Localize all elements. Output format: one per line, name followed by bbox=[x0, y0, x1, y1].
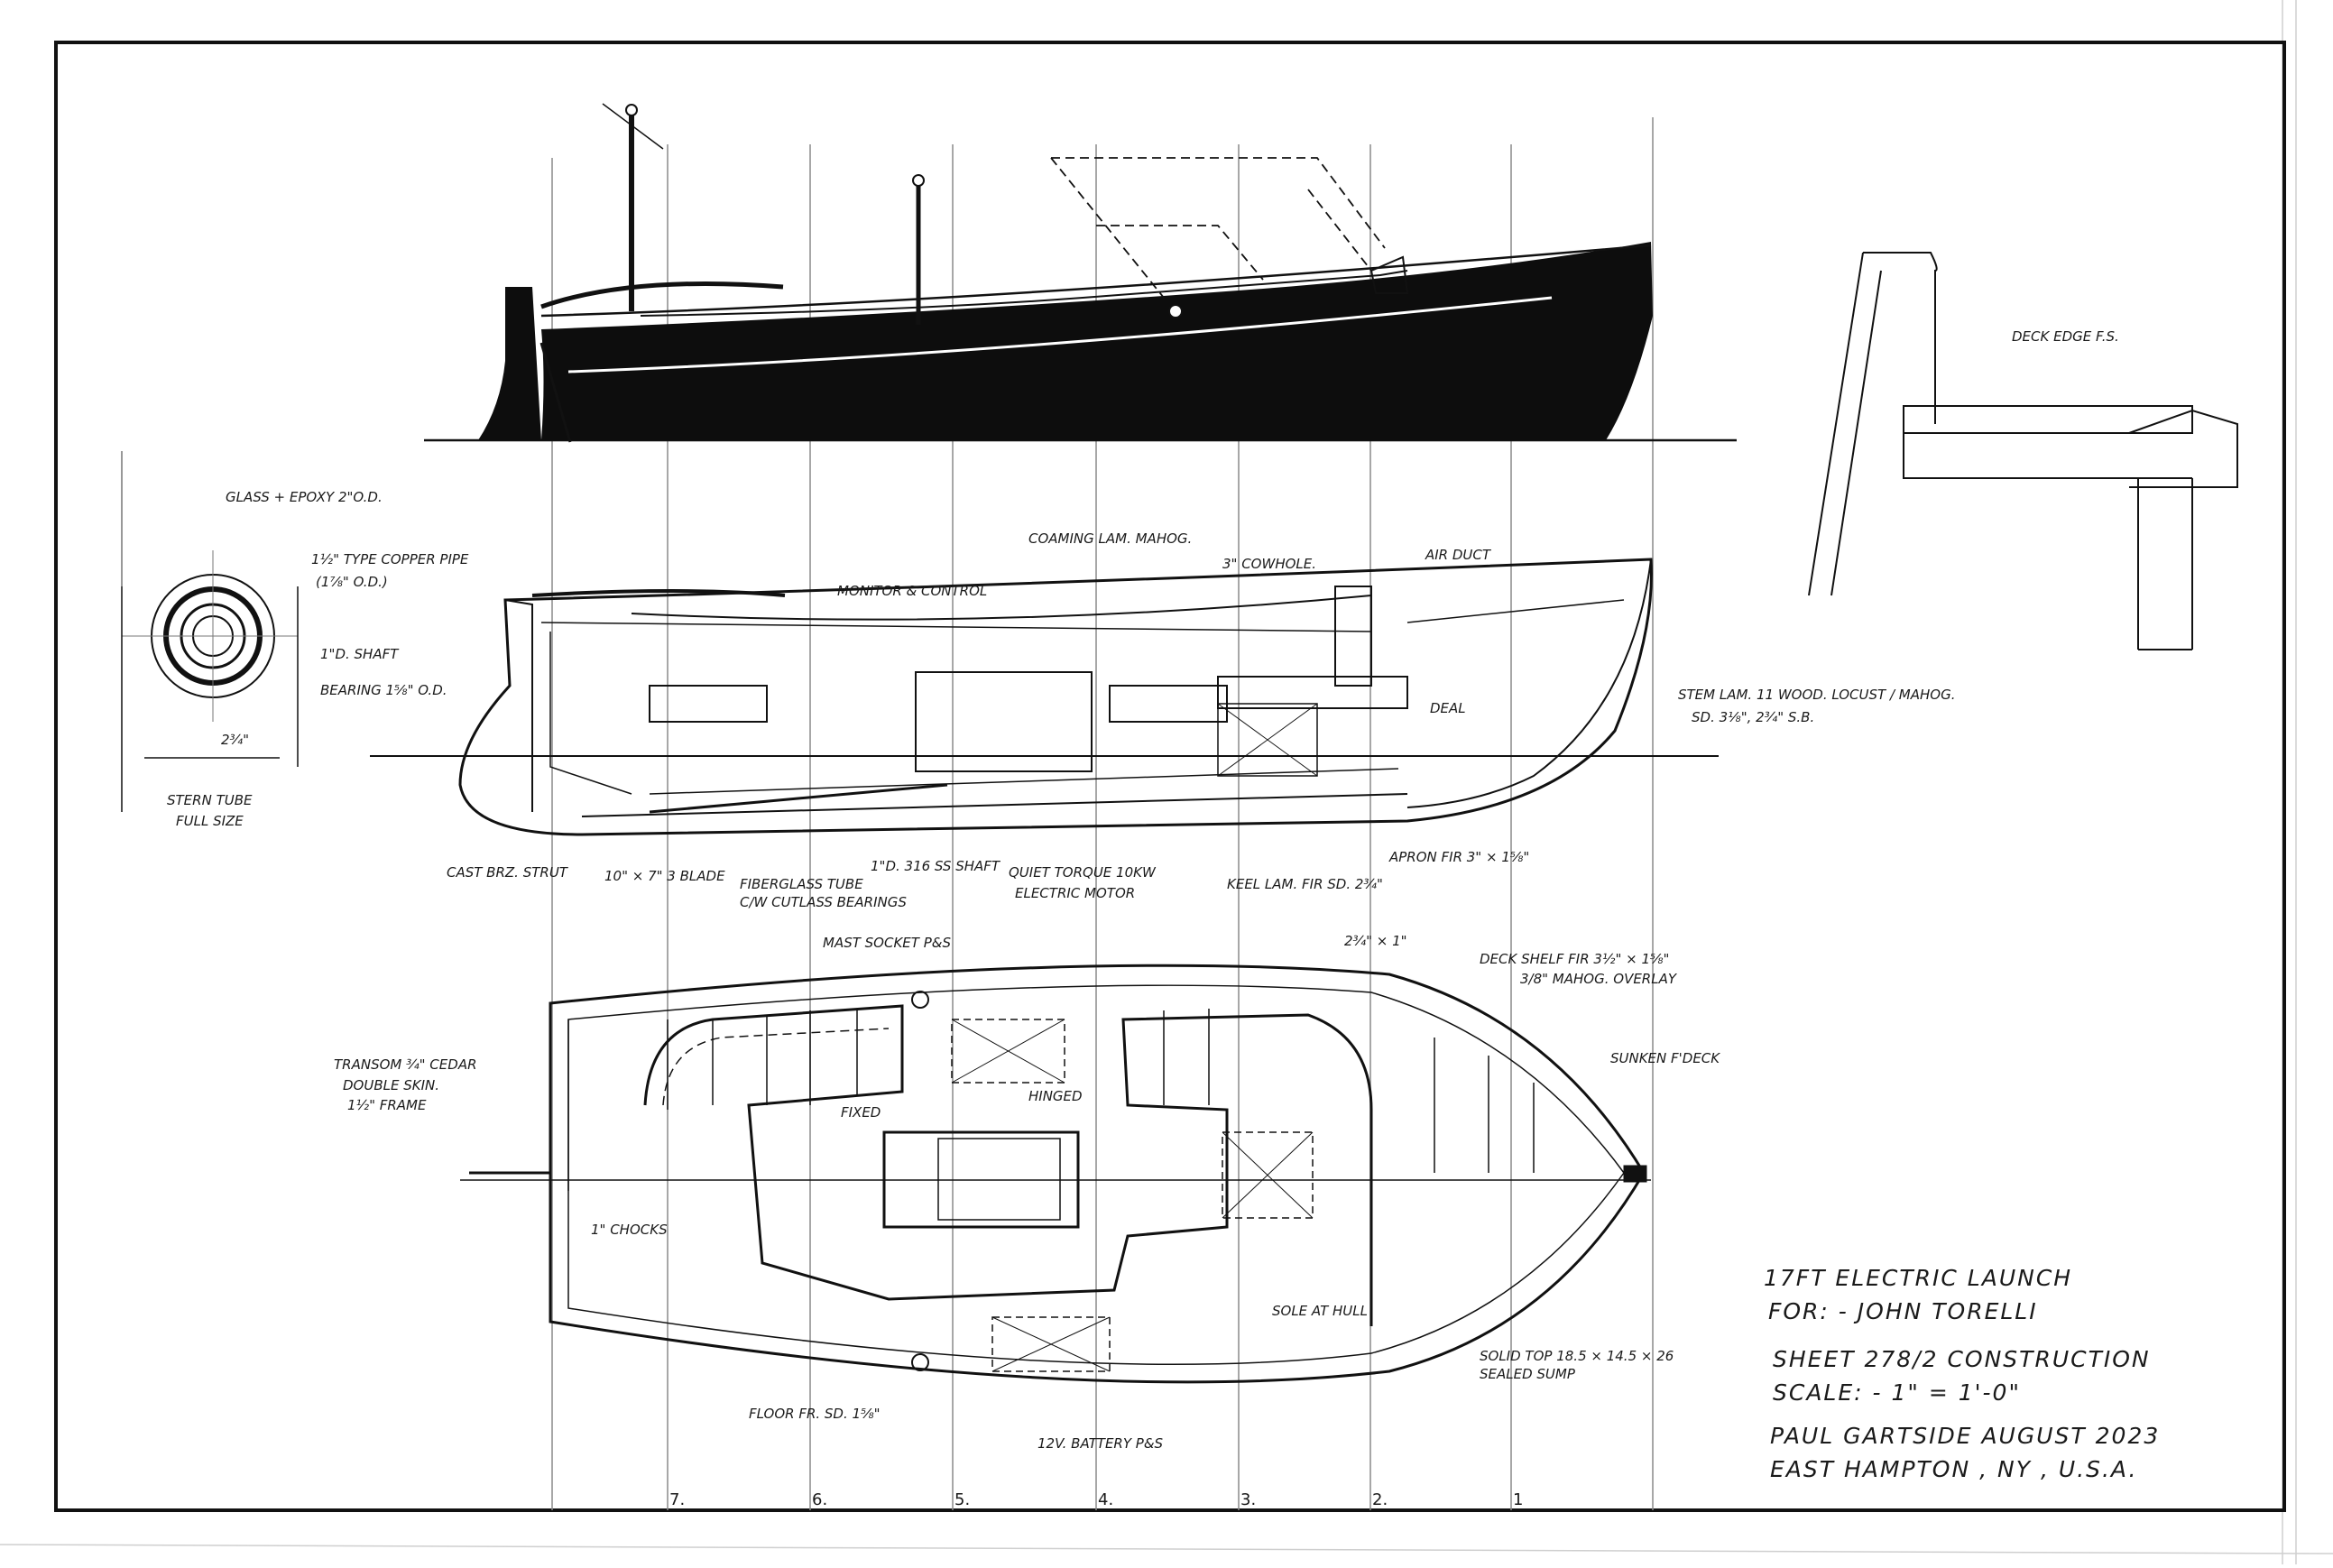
note-copper-pipe-od: (1⅞" O.D.) bbox=[316, 574, 388, 590]
title-line-4: SCALE: - 1" = 1'-0" bbox=[1773, 1379, 2021, 1406]
note-stern-tube: STERN TUBE bbox=[167, 792, 253, 808]
station-7: 7. bbox=[669, 1490, 685, 1509]
note-coaming: COAMING LAM. MAHOG. bbox=[1028, 530, 1192, 547]
note-deck-shelf: DECK SHELF FIR 3½" × 1⅝" bbox=[1480, 951, 1669, 967]
note-monitor-control: MONITOR & CONTROL bbox=[837, 583, 987, 599]
note-transom-2: DOUBLE SKIN. bbox=[343, 1077, 439, 1093]
note-chocks: 1" CHOCKS bbox=[591, 1222, 668, 1238]
title-line-6: EAST HAMPTON , NY , U.S.A. bbox=[1770, 1456, 2137, 1482]
note-cutless: C/W CUTLASS BEARINGS bbox=[740, 894, 907, 910]
note-floor-fr: FLOOR FR. SD. 1⅝" bbox=[749, 1406, 881, 1422]
note-sole-at-hull: SOLE AT HULL bbox=[1272, 1303, 1368, 1319]
stern-tube-detail bbox=[121, 451, 299, 812]
station-1: 1 bbox=[1513, 1490, 1523, 1509]
note-fixed: FIXED bbox=[841, 1104, 881, 1121]
note-stem-lam-2: SD. 3⅛", 2¾" S.B. bbox=[1692, 709, 1814, 725]
note-cowl: 3" COWHOLE. bbox=[1222, 556, 1316, 572]
note-battery-box-1: SOLID TOP 18.5 × 14.5 × 26 bbox=[1480, 1348, 1674, 1364]
note-battery-box-2: SEALED SUMP bbox=[1480, 1366, 1576, 1382]
station-4: 4. bbox=[1098, 1490, 1113, 1509]
note-deck-shelf-2: 3/8" MAHOG. OVERLAY bbox=[1520, 971, 1678, 987]
note-transom-1: TRANSOM ¾" CEDAR bbox=[334, 1056, 477, 1073]
note-dim-2-3-4: 2¾" bbox=[221, 732, 249, 748]
note-cast-brz-strut: CAST BRZ. STRUT bbox=[447, 864, 569, 881]
note-glass-epoxy: GLASS + EPOXY 2"O.D. bbox=[226, 489, 383, 505]
note-motor-1: QUIET TORQUE 10KW bbox=[1009, 864, 1157, 881]
construction-section bbox=[370, 558, 1719, 836]
note-mast-socket: MAST SOCKET P&S bbox=[823, 935, 951, 951]
title-block: 17FT ELECTRIC LAUNCH FOR: - JOHN TORELLI… bbox=[1764, 1265, 2160, 1482]
title-line-1: 17FT ELECTRIC LAUNCH bbox=[1764, 1265, 2072, 1291]
note-fiberglass-tube: FIBERGLASS TUBE bbox=[740, 876, 863, 892]
deck-edge-detail bbox=[1808, 252, 2238, 650]
title-line-5: PAUL GARTSIDE AUGUST 2023 bbox=[1770, 1423, 2160, 1449]
note-blade: 10" × 7" 3 BLADE bbox=[604, 868, 725, 884]
note-ss-shaft: 1"D. 316 SS SHAFT bbox=[871, 858, 1001, 874]
note-deck-edge: DECK EDGE F.S. bbox=[2012, 328, 2119, 345]
hull-profile bbox=[424, 103, 1737, 443]
title-line-3: SHEET 278/2 CONSTRUCTION bbox=[1773, 1346, 2151, 1372]
note-motor-2: ELECTRIC MOTOR bbox=[1015, 885, 1135, 901]
title-line-2: FOR: - JOHN TORELLI bbox=[1768, 1298, 2038, 1324]
note-hinged: HINGED bbox=[1028, 1088, 1083, 1104]
note-full-size: FULL SIZE bbox=[176, 813, 244, 829]
note-apron: APRON FIR 3" × 1⅝" bbox=[1388, 849, 1529, 865]
note-sunken-fdeck: SUNKEN F'DECK bbox=[1610, 1050, 1720, 1066]
note-dim-2-3-4-x-1: 2¾" × 1" bbox=[1344, 933, 1407, 949]
note-battery-ps: 12V. BATTERY P&S bbox=[1037, 1435, 1164, 1452]
plan-view bbox=[460, 964, 1651, 1384]
station-3: 3. bbox=[1240, 1490, 1256, 1509]
note-copper-pipe: 1½" TYPE COPPER PIPE bbox=[311, 551, 469, 567]
note-deal: DEAL bbox=[1430, 700, 1466, 716]
station-5: 5. bbox=[954, 1490, 970, 1509]
note-stem-lam: STEM LAM. 11 WOOD. LOCUST / MAHOG. bbox=[1678, 687, 1955, 703]
note-bearing: BEARING 1⅝" O.D. bbox=[320, 682, 447, 698]
station-6: 6. bbox=[812, 1490, 827, 1509]
note-shaft: 1"D. SHAFT bbox=[320, 646, 400, 662]
sheet-border bbox=[54, 41, 2286, 1512]
station-2: 2. bbox=[1372, 1490, 1388, 1509]
note-air-duct: AIR DUCT bbox=[1425, 547, 1492, 563]
note-transom-3: 1½" FRAME bbox=[347, 1097, 427, 1113]
note-keel: KEEL LAM. FIR SD. 2¾" bbox=[1227, 876, 1383, 892]
